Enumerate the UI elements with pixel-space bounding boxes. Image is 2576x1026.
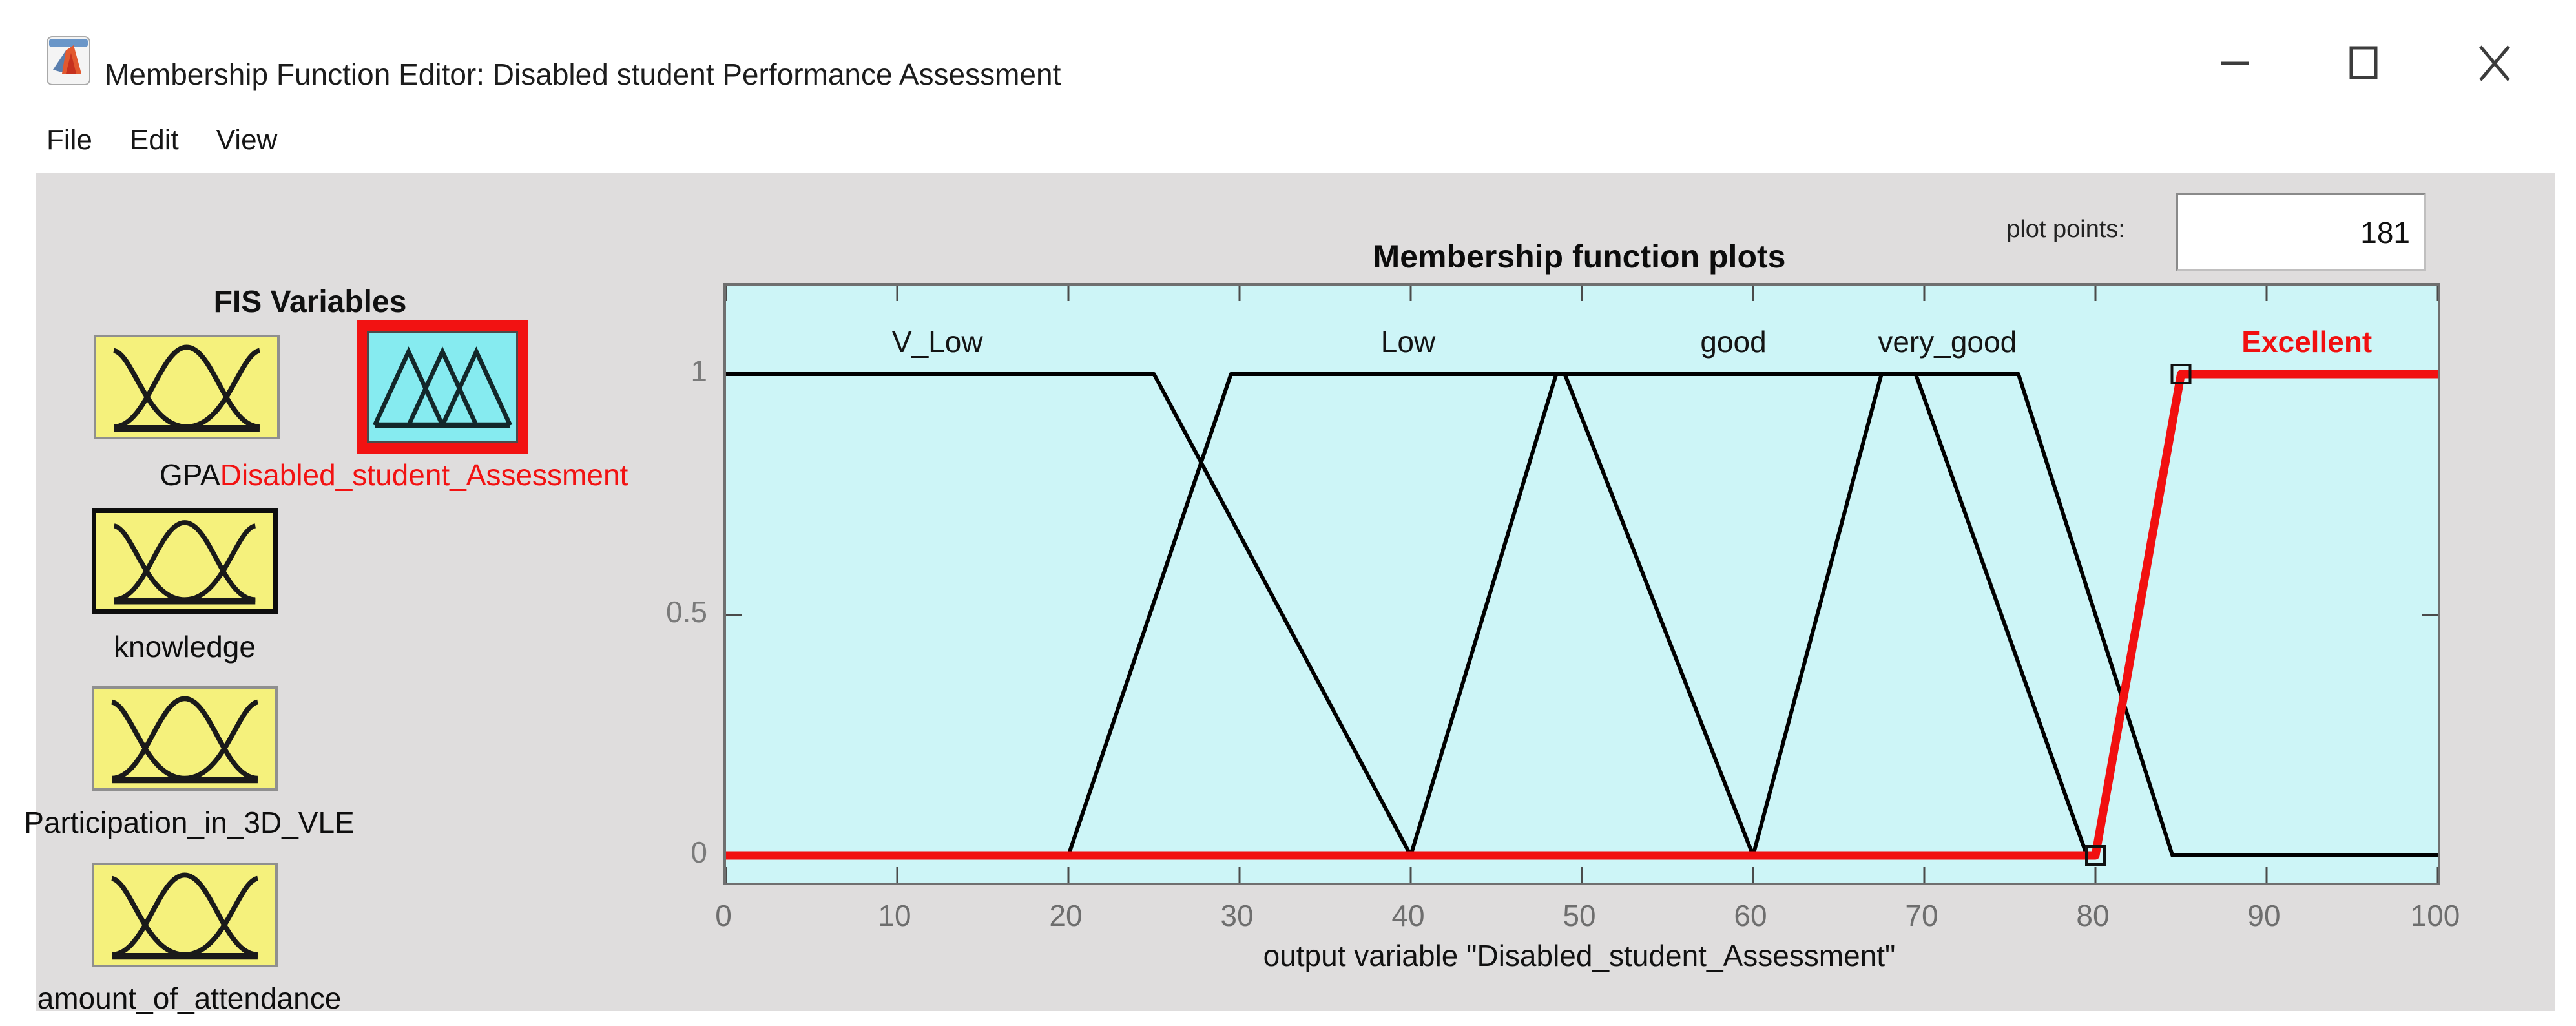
maximize-button[interactable] bbox=[2325, 39, 2403, 85]
plot-points-input[interactable] bbox=[2178, 195, 2424, 269]
editor-panel: FIS Variables GPADisabled_student_Assess… bbox=[24, 173, 2555, 1015]
variable-labels-row: GPADisabled_student_Assessment bbox=[160, 457, 628, 492]
close-icon bbox=[2479, 45, 2510, 81]
gaussian-mfs-icon bbox=[110, 696, 259, 784]
gaussian-mfs-icon bbox=[113, 520, 256, 605]
menu-file[interactable]: File bbox=[47, 124, 92, 156]
y-tick-0: 0 bbox=[691, 835, 707, 869]
variable-label-output-selected: Disabled_student_Assessment bbox=[220, 458, 628, 492]
y-tick-0.5: 0.5 bbox=[666, 594, 707, 629]
variable-label-amount-of-attendance: amount_of_attendance bbox=[37, 981, 342, 1015]
gaussian-mfs-icon bbox=[110, 872, 259, 960]
x-tick-0: 0 bbox=[715, 899, 732, 932]
fis-variable-participation-in-3d-vle[interactable] bbox=[92, 686, 278, 791]
x-tick-10: 10 bbox=[878, 899, 911, 932]
plot-points-label: plot points: bbox=[2006, 216, 2125, 243]
fis-variable-gpa[interactable] bbox=[94, 335, 280, 439]
mf-label-very_good: very_good bbox=[1878, 325, 2017, 359]
x-tick-100: 100 bbox=[2410, 899, 2460, 932]
menu-view[interactable]: View bbox=[216, 124, 278, 156]
menu-edit[interactable]: Edit bbox=[129, 124, 179, 156]
title-bar: Membership Function Editor: Disabled stu… bbox=[0, 0, 2576, 110]
mf-label-v_low: V_Low bbox=[891, 325, 983, 359]
y-tick-1: 1 bbox=[691, 354, 707, 388]
x-tick-20: 20 bbox=[1049, 899, 1083, 932]
plot-title: Membership function plots bbox=[1373, 238, 1786, 275]
fis-variables-header: FIS Variables bbox=[213, 285, 407, 319]
window-title: Membership Function Editor: Disabled stu… bbox=[105, 58, 1061, 91]
mf-label-good: good bbox=[1700, 325, 1767, 359]
triangular-mfs-icon bbox=[373, 346, 512, 428]
fis-variable-disabled-student-assessment-selected[interactable] bbox=[357, 320, 528, 454]
mf-label-low: Low bbox=[1380, 325, 1436, 359]
plot-points-field-frame bbox=[2176, 193, 2426, 271]
minimize-button[interactable] bbox=[2196, 39, 2274, 85]
mf-label-excellent: Excellent bbox=[2241, 325, 2373, 359]
variable-label-gpa: GPA bbox=[160, 458, 220, 492]
membership-curves bbox=[726, 286, 2438, 883]
menu-bar: File Edit View bbox=[47, 124, 277, 156]
variable-label-knowledge: knowledge bbox=[114, 630, 256, 664]
x-tick-60: 60 bbox=[1734, 899, 1767, 932]
gaussian-mfs-icon bbox=[112, 344, 261, 432]
x-tick-80: 80 bbox=[2076, 899, 2110, 932]
matlab-app-icon bbox=[47, 36, 90, 85]
maximize-icon bbox=[2349, 46, 2378, 79]
x-tick-40: 40 bbox=[1391, 899, 1425, 932]
membership-plot-canvas[interactable] bbox=[723, 283, 2440, 885]
x-tick-30: 30 bbox=[1220, 899, 1254, 932]
x-axis-label: output variable "Disabled_student_Assess… bbox=[1263, 939, 1896, 972]
fis-variable-knowledge[interactable] bbox=[92, 508, 278, 614]
x-tick-70: 70 bbox=[1905, 899, 1938, 932]
x-tick-90: 90 bbox=[2247, 899, 2281, 932]
minimize-icon bbox=[2221, 61, 2249, 65]
fis-variable-amount-of-attendance[interactable] bbox=[92, 863, 278, 967]
close-button[interactable] bbox=[2456, 39, 2533, 85]
x-tick-50: 50 bbox=[1563, 899, 1596, 932]
variable-label-participation-in-3d-vle: Participation_in_3D_VLE bbox=[24, 806, 355, 839]
